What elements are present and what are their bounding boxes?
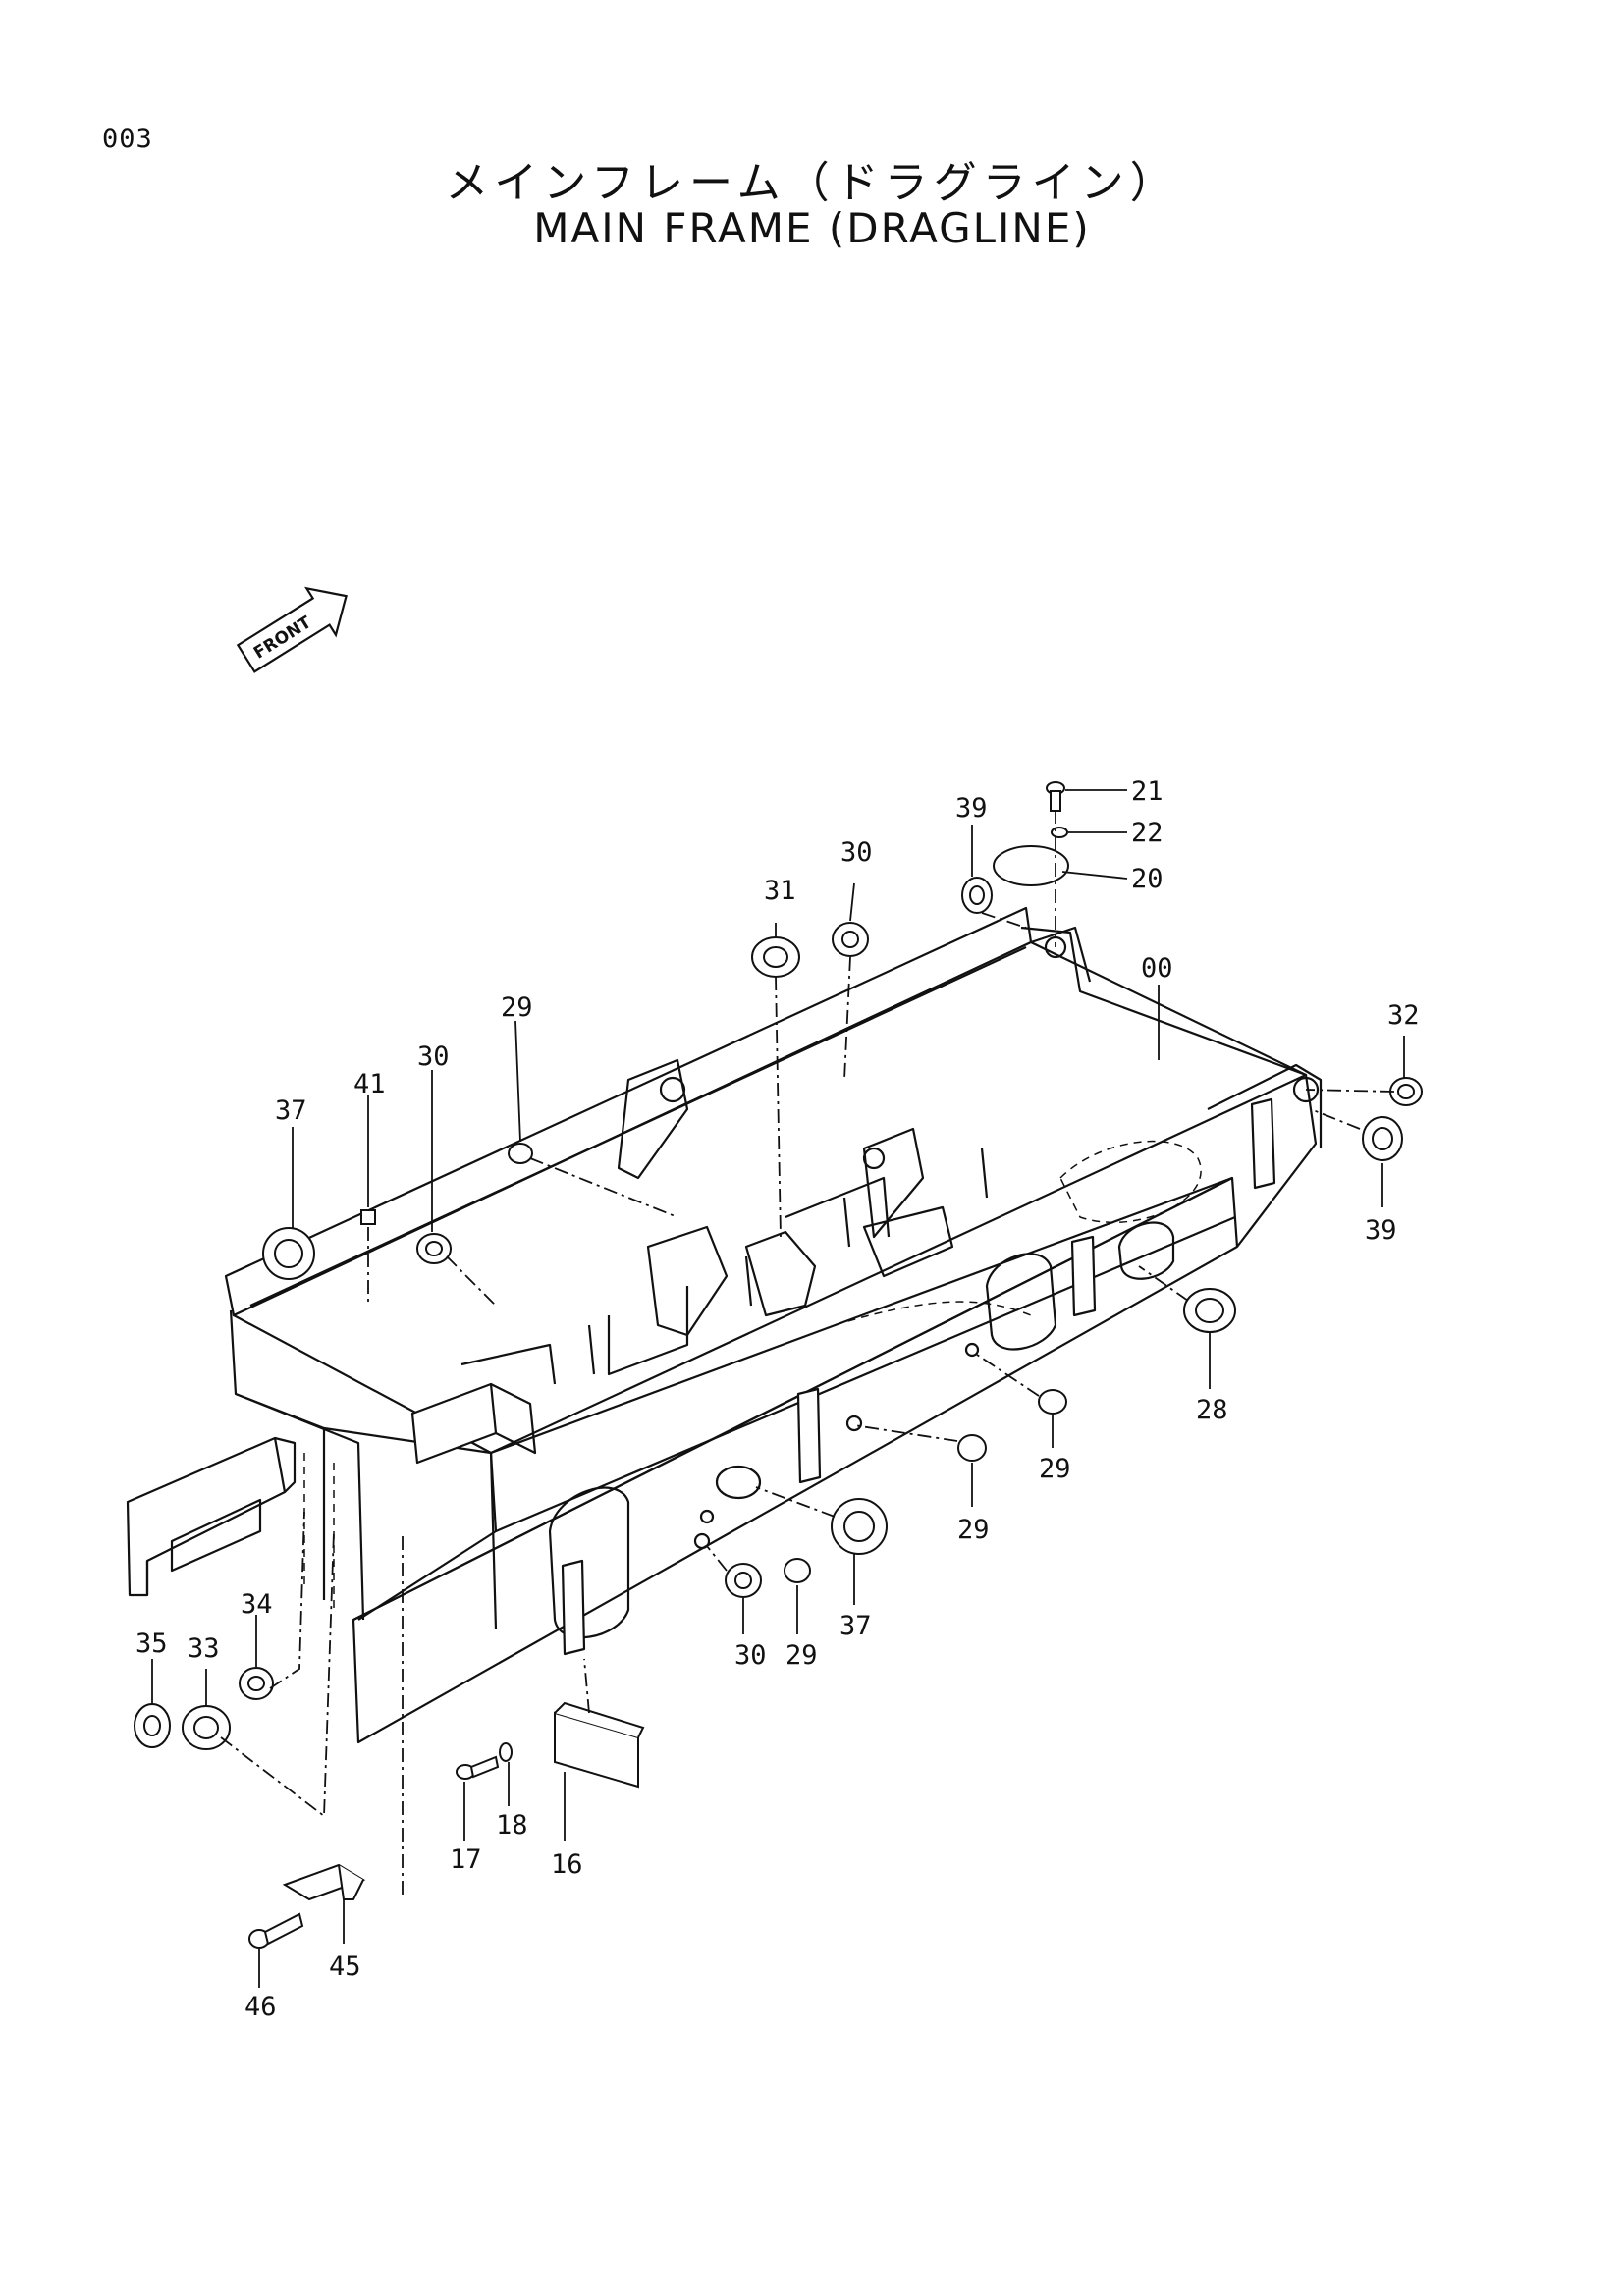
callout-32: 32	[1387, 1000, 1420, 1031]
page-title-japanese: メインフレーム（ドラグライン）	[445, 158, 1179, 208]
seal-icon	[239, 1667, 274, 1700]
plug-icon	[957, 1434, 987, 1462]
seal-icon	[416, 1233, 452, 1264]
callout-20: 20	[1131, 864, 1164, 894]
washer-icon	[1051, 827, 1068, 838]
bolt-icon	[456, 1755, 500, 1780]
bracket-icon	[282, 1863, 366, 1901]
callout-37-left: 37	[275, 1095, 307, 1126]
washer-icon	[499, 1742, 513, 1762]
callout-33: 33	[188, 1633, 220, 1664]
callout-17: 17	[450, 1844, 482, 1875]
leader-lines	[151, 789, 1405, 1988]
seal-icon	[134, 1703, 171, 1748]
callout-45: 45	[329, 1951, 361, 1982]
seal-icon	[1389, 1077, 1423, 1106]
seal-icon	[832, 922, 869, 957]
seal-icon	[1183, 1288, 1236, 1333]
callout-29-right: 29	[1039, 1454, 1071, 1484]
bolt-icon	[248, 1912, 304, 1949]
cover-plate-icon	[993, 845, 1069, 886]
cover-icon	[554, 1701, 645, 1789]
callout-39-top: 39	[955, 793, 988, 824]
callout-29-top: 29	[501, 992, 533, 1023]
seal-icon	[262, 1227, 315, 1280]
callout-28: 28	[1196, 1395, 1228, 1425]
seal-icon	[751, 936, 800, 978]
plug-icon	[1038, 1389, 1067, 1415]
bushing-icon	[961, 877, 993, 914]
front-arrow-icon: FRONT	[236, 586, 348, 673]
callouts: 21 22 20 39 30 31 00 32 39 29 30 41 37 2…	[135, 776, 1420, 2022]
seal-icon	[182, 1705, 231, 1750]
callout-30-top: 30	[840, 837, 873, 868]
callout-22: 22	[1131, 818, 1164, 848]
main-frame	[126, 906, 1323, 1744]
callout-21: 21	[1131, 776, 1164, 807]
bolt-icon	[1046, 781, 1065, 812]
page-number: 003	[102, 124, 153, 154]
callout-29-bottom: 29	[785, 1640, 818, 1671]
callout-30-left: 30	[417, 1041, 450, 1072]
seal-icon	[831, 1498, 888, 1555]
callout-29-middle: 29	[957, 1515, 990, 1545]
bushing-icon	[1362, 1116, 1403, 1161]
nut-icon	[360, 1209, 376, 1225]
seal-icon	[725, 1563, 762, 1598]
callout-35: 35	[135, 1629, 168, 1659]
callout-18: 18	[496, 1810, 528, 1841]
callout-46: 46	[244, 1992, 277, 2022]
callout-37-middle: 37	[839, 1611, 872, 1641]
callout-00: 00	[1141, 953, 1173, 984]
callout-39-right: 39	[1365, 1215, 1397, 1246]
callout-31: 31	[764, 876, 796, 906]
plug-icon	[784, 1558, 811, 1583]
page-title-english: MAIN FRAME (DRAGLINE)	[533, 204, 1091, 252]
callout-41: 41	[353, 1069, 386, 1099]
plug-icon	[508, 1143, 533, 1164]
callout-16: 16	[551, 1849, 583, 1880]
callout-30-bottom: 30	[734, 1640, 767, 1671]
callout-34: 34	[241, 1589, 273, 1620]
